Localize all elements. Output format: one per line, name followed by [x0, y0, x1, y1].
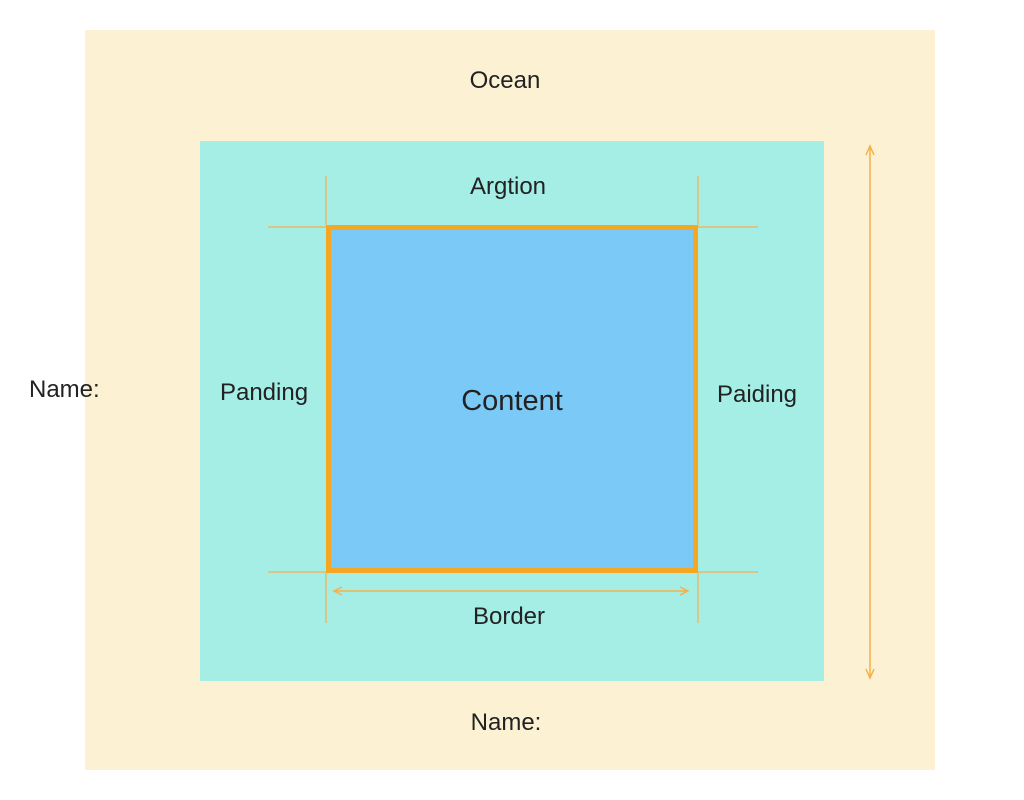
outer-top-label: Ocean	[469, 67, 541, 94]
margin-top-label: Argtion	[469, 173, 547, 200]
content-box	[326, 225, 698, 573]
content-label: Content	[461, 385, 563, 417]
outer-left-label: Name:	[29, 376, 100, 403]
outer-bottom-label: Name:	[470, 709, 542, 736]
height-arrow	[865, 144, 875, 680]
border-label: Border	[472, 603, 546, 630]
border-width-arrow	[332, 586, 690, 596]
padding-left-label: Panding	[219, 379, 309, 406]
padding-right-label: Paiding	[716, 381, 798, 408]
